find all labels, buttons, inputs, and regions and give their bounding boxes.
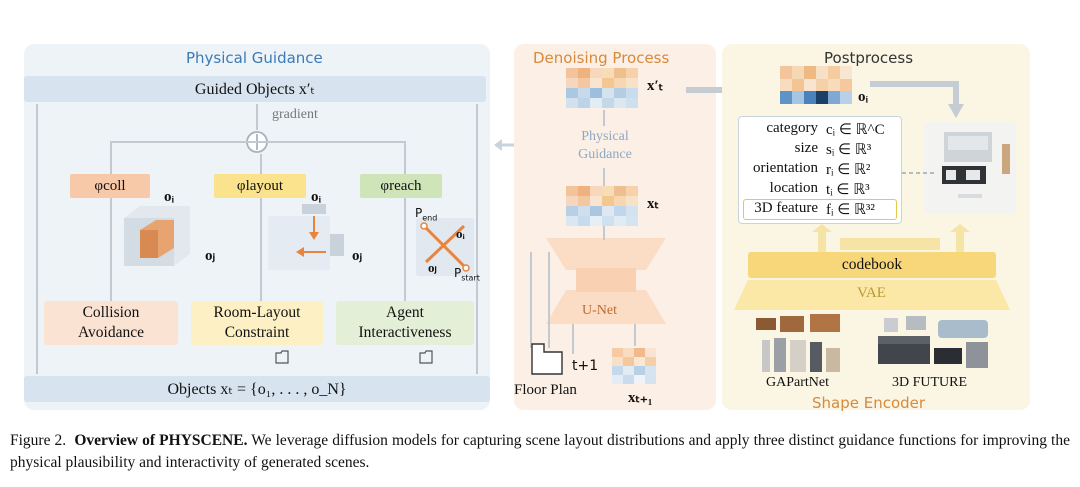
collision-avoidance-module: Collision Avoidance: [44, 301, 178, 345]
caption-bold-title: Overview of PHYSCENE.: [74, 432, 248, 449]
denoise-xt-matrix: [566, 186, 638, 226]
plus-up-line: [256, 104, 258, 130]
feature-3d-highlight: [743, 199, 897, 220]
gradient-label: gradient: [272, 107, 318, 122]
branch-left: [110, 141, 112, 301]
feature-orientation: orientation rᵢ ∈ ℝ²: [753, 160, 871, 178]
figure-caption: Figure 2. Overview of PHYSCENE. We lever…: [10, 430, 1070, 474]
branch-line: [110, 141, 404, 143]
feature-size: size sᵢ ∈ ℝ³: [794, 140, 872, 158]
xt1-up-line: [634, 324, 636, 346]
postprocess-title: Postprocess: [824, 49, 914, 67]
denoise-xt-prime-label: x′ₜ: [647, 78, 664, 94]
feature-category: category cᵢ ∈ ℝ^C: [766, 120, 885, 138]
phi-reach-chip: φreach: [360, 174, 442, 198]
physical-guidance-title: Physical Guidance: [186, 49, 323, 67]
denoise-xt1-label: xₜ₊₁: [628, 390, 653, 406]
denoising-title: Denoising Process: [533, 49, 670, 67]
denoise-output-matrix: [566, 68, 638, 108]
layout-constraint-illustration: [268, 204, 344, 270]
render-arrow: [870, 81, 964, 118]
layout-oj-label: oⱼ: [352, 248, 363, 264]
future-label: 3D FUTURE: [892, 375, 968, 390]
guided-objects-label: Guided Objects x′ₜ: [194, 81, 316, 98]
branch-right: [404, 141, 406, 301]
branch-mid: [260, 154, 262, 301]
feature-box: [738, 116, 902, 224]
floor-plan-label: Floor Plan: [514, 382, 577, 398]
reach-oj-label: oⱼ: [428, 260, 437, 275]
guided-objects-bar: Guided Objects x′ₜ: [24, 76, 486, 102]
denoise-up-line-1: [603, 110, 605, 126]
phi-coll-chip: φcoll: [70, 174, 150, 198]
denoise-up-line-2: [603, 168, 605, 186]
codebook-up-arrows: [812, 224, 970, 252]
rendered-scene-illustration: [924, 122, 1016, 214]
input-side-line-1: [530, 252, 532, 348]
layout-oi-label: oᵢ: [311, 189, 322, 205]
gapartnet-furniture-illustration: [756, 314, 840, 372]
feature-location: location tᵢ ∈ ℝ³: [769, 180, 870, 198]
shape-encoder-title: Shape Encoder: [812, 394, 926, 412]
denoise-physical-guidance: Physical Guidance: [578, 129, 632, 162]
denoise-xt-label: xₜ: [647, 196, 659, 212]
agent-doc-icon: [419, 350, 433, 364]
right-connector: [476, 104, 478, 374]
vae-shape: [734, 280, 1010, 310]
t-plus-1-label: t+1: [572, 358, 599, 374]
left-connector: [36, 104, 38, 374]
room-layout-module: Room-Layout Constraint: [191, 301, 323, 345]
reach-oi-label: oᵢ: [456, 226, 465, 241]
p-start-label: Pstart: [454, 266, 480, 283]
p-end-label: Pend: [415, 206, 438, 223]
denoise-input-matrix: [612, 348, 656, 384]
objects-bar: Objects xₜ = {o₁, . . . , o_N}: [24, 376, 490, 402]
coll-oi-label: oᵢ: [164, 189, 175, 205]
gapartnet-label: GAPartNet: [766, 375, 829, 390]
caption-figure-number: Figure 2.: [10, 432, 67, 449]
floor-plan-icon: [531, 343, 563, 375]
codebook-bar: codebook: [748, 252, 996, 278]
input-side-line-2: [548, 252, 550, 348]
coll-oj-label: oⱼ: [205, 248, 216, 264]
postprocess-oi-label: oᵢ: [858, 89, 869, 105]
objects-label: Objects xₜ = {o₁, . . . , o_N}: [167, 381, 347, 398]
unet-up-line: [603, 226, 605, 240]
future-furniture-illustration: [878, 316, 988, 368]
dashed-link: [902, 172, 936, 174]
feature-3d: 3D feature fᵢ ∈ ℝ³²: [754, 200, 875, 218]
layout-doc-icon: [275, 350, 289, 364]
agent-interactiveness-module: Agent Interactiveness: [336, 301, 474, 345]
unet-shape: [546, 238, 666, 324]
unet-label: U-Net: [582, 303, 617, 318]
caption-text: We leverage diffusion models for capturi…: [10, 432, 1070, 471]
t1-up-line: [572, 324, 574, 354]
agent-reach-illustration: [416, 218, 474, 276]
collision-cubes-illustration: [124, 206, 190, 266]
phi-layout-chip: φlayout: [214, 174, 306, 198]
vae-label: VAE: [857, 285, 886, 301]
postprocess-object-vector: [780, 66, 852, 104]
